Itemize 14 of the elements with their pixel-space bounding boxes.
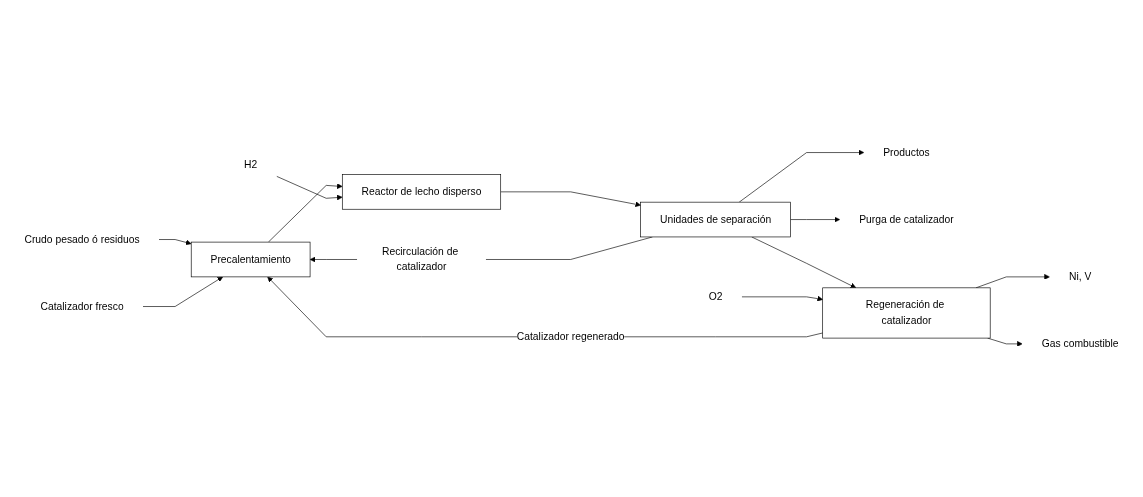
node-text: Crudo pesado ó residuos — [24, 234, 140, 245]
node-text: Catalizador fresco — [40, 301, 124, 312]
node-box: Regeneración de catalizador — [822, 287, 991, 339]
node-box: Precalentamiento — [190, 242, 311, 278]
node-text: Productos — [883, 147, 930, 158]
node-text: Gas combustible — [1041, 338, 1119, 350]
node-text: Purga de catalizador — [859, 214, 954, 225]
node-text: H2 — [244, 159, 258, 171]
node-box: Unidades de separación — [640, 202, 791, 238]
edge-label: Catalizador regenerado — [516, 331, 625, 343]
node-text: Ni, V — [1068, 271, 1092, 283]
edge-label: Recirculación de catalizador — [381, 246, 459, 273]
node-box: Reactor de lecho disperso — [342, 174, 502, 210]
node-text: O2 — [708, 291, 723, 303]
